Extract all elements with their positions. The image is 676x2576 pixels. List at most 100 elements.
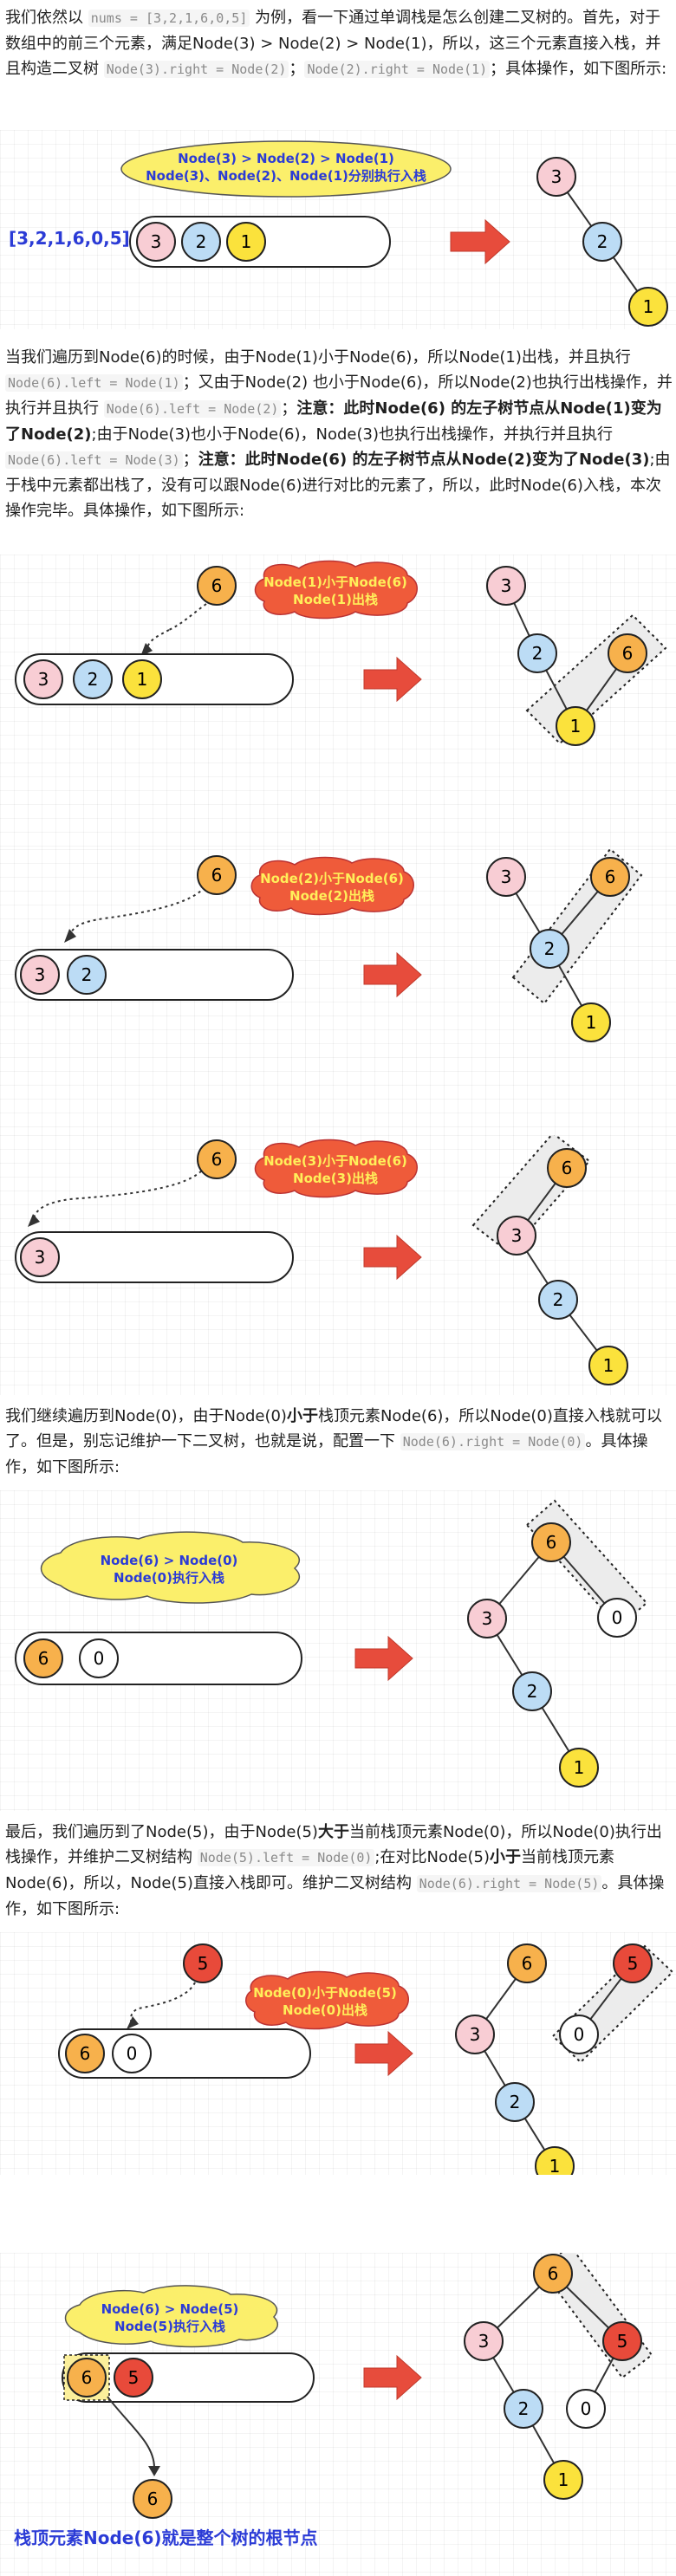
svg-text:2: 2 [532, 643, 543, 664]
bubble-text-line2: Node(5)执行入栈 [114, 2319, 225, 2334]
svg-text:6: 6 [605, 866, 616, 887]
figure-initial-push-svg: Node(3) > Node(2) > Node(1) Node(3)、Node… [9, 140, 668, 327]
stack-node-5: 5 [114, 2358, 153, 2398]
stack-node-0: 0 [112, 2034, 152, 2073]
tree-node-3: 3 [536, 157, 576, 197]
bubble-text-line2: Node(0)出栈 [283, 2002, 367, 2018]
svg-text:6: 6 [147, 2488, 159, 2509]
svg-text:2: 2 [196, 231, 207, 252]
arrow-head [127, 2016, 139, 2029]
figure-pop-node0: 5 Node(0)小于Node(5) Node(0)出栈 6 0 6 5 3 0… [0, 1932, 676, 2175]
right-arrow-icon [450, 218, 510, 265]
right-arrow-icon [363, 2354, 422, 2401]
svg-text:6: 6 [548, 2263, 559, 2284]
svg-text:1: 1 [586, 1012, 597, 1033]
tree-node-6: 6 [547, 1148, 587, 1188]
stack-node-2: 2 [181, 222, 221, 262]
stack-node-3: 3 [20, 1237, 60, 1277]
svg-text:1: 1 [549, 2156, 561, 2175]
bubble-text-line1: Node(3)小于Node(6) [263, 1153, 407, 1169]
stack-node-6: 6 [65, 2034, 105, 2073]
text-run: ；具体操作，如下图所示: [490, 60, 667, 78]
svg-text:3: 3 [511, 1225, 523, 1246]
text-run: 。具体操作，如下图所示: [5, 1874, 665, 1918]
svg-text:1: 1 [570, 716, 582, 736]
tree-node-3: 3 [464, 2321, 504, 2361]
inline-code: Node(6).right = Node(5) [416, 1875, 602, 1892]
svg-text:0: 0 [574, 2024, 585, 2045]
svg-text:6: 6 [38, 1648, 49, 1669]
figure-pop-node2-svg: 6 Node(2)小于Node(6) Node(2)出栈 3 2 3 6 2 1 [15, 849, 643, 1042]
red-speech-bubble [250, 856, 414, 916]
right-arrow-icon [363, 1234, 422, 1281]
svg-text:3: 3 [478, 2331, 490, 2352]
node6-paragraph: 当我们遍历到Node(6)的时候，由于Node(1)小于Node(6)，所以No… [5, 345, 673, 523]
inline-code: nums = [3,2,1,6,0,5] [88, 10, 250, 27]
tree-node-2: 2 [504, 2389, 543, 2429]
inline-code: Node(5).left = Node(0) [197, 1849, 375, 1866]
tree-node-6: 6 [533, 2254, 573, 2294]
svg-text:6: 6 [546, 1532, 557, 1553]
svg-text:3: 3 [482, 1608, 493, 1629]
svg-text:1: 1 [603, 1355, 614, 1376]
bold-note: 注意：此时Node(6) 的左子树节点从Node(1)变为了Node(2) [5, 399, 662, 444]
svg-text:3: 3 [551, 166, 562, 187]
text-run: 栈顶元素Node(6)，所以Node(0)直接入栈就可以了。但是，别忘记维护一下… [5, 1407, 662, 1450]
stack-node-6: 6 [67, 2358, 107, 2398]
curved-arrow [107, 2396, 155, 2469]
bold-note: 注意：此时Node(6) 的左子树节点从Node(2)变为了Node(3) [198, 451, 650, 469]
svg-text:3: 3 [38, 669, 49, 690]
arrow-head [28, 1214, 40, 1227]
text-run: 为例，看一下通过单调栈是怎么创建二叉树的。首先，对于数组中的前三个元素，满足No… [5, 9, 661, 78]
svg-text:5: 5 [617, 2331, 628, 2352]
svg-text:1: 1 [574, 1757, 585, 1778]
svg-text:1: 1 [241, 231, 252, 252]
svg-text:3: 3 [151, 231, 162, 252]
figure-pop-node3: 6 Node(3)小于Node(6) Node(3)出栈 3 6 3 2 1 [0, 1135, 676, 1395]
figure-pop-node0-svg: 5 Node(0)小于Node(5) Node(0)出栈 6 0 6 5 3 0… [58, 1943, 674, 2175]
svg-text:1: 1 [137, 669, 148, 690]
bubble-text-line1: Node(6) > Node(5) [101, 2301, 239, 2317]
tree-node-2: 2 [517, 633, 557, 673]
right-arrow-icon [363, 951, 422, 998]
svg-text:0: 0 [612, 1607, 623, 1628]
figure-pop-node2: 6 Node(2)小于Node(6) Node(2)出栈 3 2 3 6 2 1 [0, 849, 676, 1135]
right-arrow-icon [354, 1635, 413, 1682]
tree-node-1: 1 [571, 1002, 611, 1042]
stack-node-1: 1 [226, 222, 266, 262]
svg-text:2: 2 [527, 1681, 538, 1702]
tree-node-3: 3 [486, 857, 526, 897]
stack-node-3: 3 [23, 659, 63, 699]
svg-text:0: 0 [581, 2398, 592, 2419]
inline-code: Node(6).left = Node(2) [103, 400, 282, 418]
arrow-head [148, 2466, 160, 2476]
red-speech-bubble [245, 1970, 409, 2030]
svg-text:2: 2 [81, 964, 93, 985]
dotted-arrow [146, 603, 207, 651]
bubble-text-line1: Node(1)小于Node(6) [263, 574, 407, 590]
text-run: 当前栈顶元素Node(0)，所以Node(0)执行出栈操作，并维护二叉树结构 [5, 1823, 662, 1866]
array-label: [3,2,1,6,0,5] [9, 228, 130, 249]
tree-node-6: 6 [531, 1522, 571, 1562]
svg-text:5: 5 [198, 1953, 209, 1974]
tree-node-3: 3 [497, 1216, 536, 1256]
bubble-text-line2: Node(1)出栈 [293, 592, 378, 607]
speech-bubble [40, 1531, 301, 1604]
text-run: 当我们遍历到Node(6)的时候，由于Node(1)小于Node(6)，所以No… [5, 348, 631, 367]
bold-note: 小于 [286, 1407, 318, 1425]
svg-text:2: 2 [88, 669, 99, 690]
tree-node-5: 5 [613, 1943, 653, 1983]
stack-node-2: 2 [73, 659, 113, 699]
text-run: ；又由于Node(2) 也小于Node(6)，所以Node(2)也执行出栈操作，… [5, 373, 673, 418]
red-speech-bubble [254, 560, 418, 620]
bubble-text-line1: Node(6) > Node(0) [101, 1553, 238, 1568]
tree-node-0: 0 [597, 1598, 637, 1638]
incoming-node-5: 5 [183, 1943, 223, 1983]
incoming-node-6: 6 [197, 855, 237, 895]
svg-text:5: 5 [128, 2367, 140, 2388]
bubble-text-line2: Node(3)、Node(2)、Node(1)分别执行入栈 [146, 168, 426, 184]
svg-text:2: 2 [544, 938, 556, 959]
dotted-arrow [32, 1160, 209, 1223]
svg-text:6: 6 [211, 1149, 223, 1170]
